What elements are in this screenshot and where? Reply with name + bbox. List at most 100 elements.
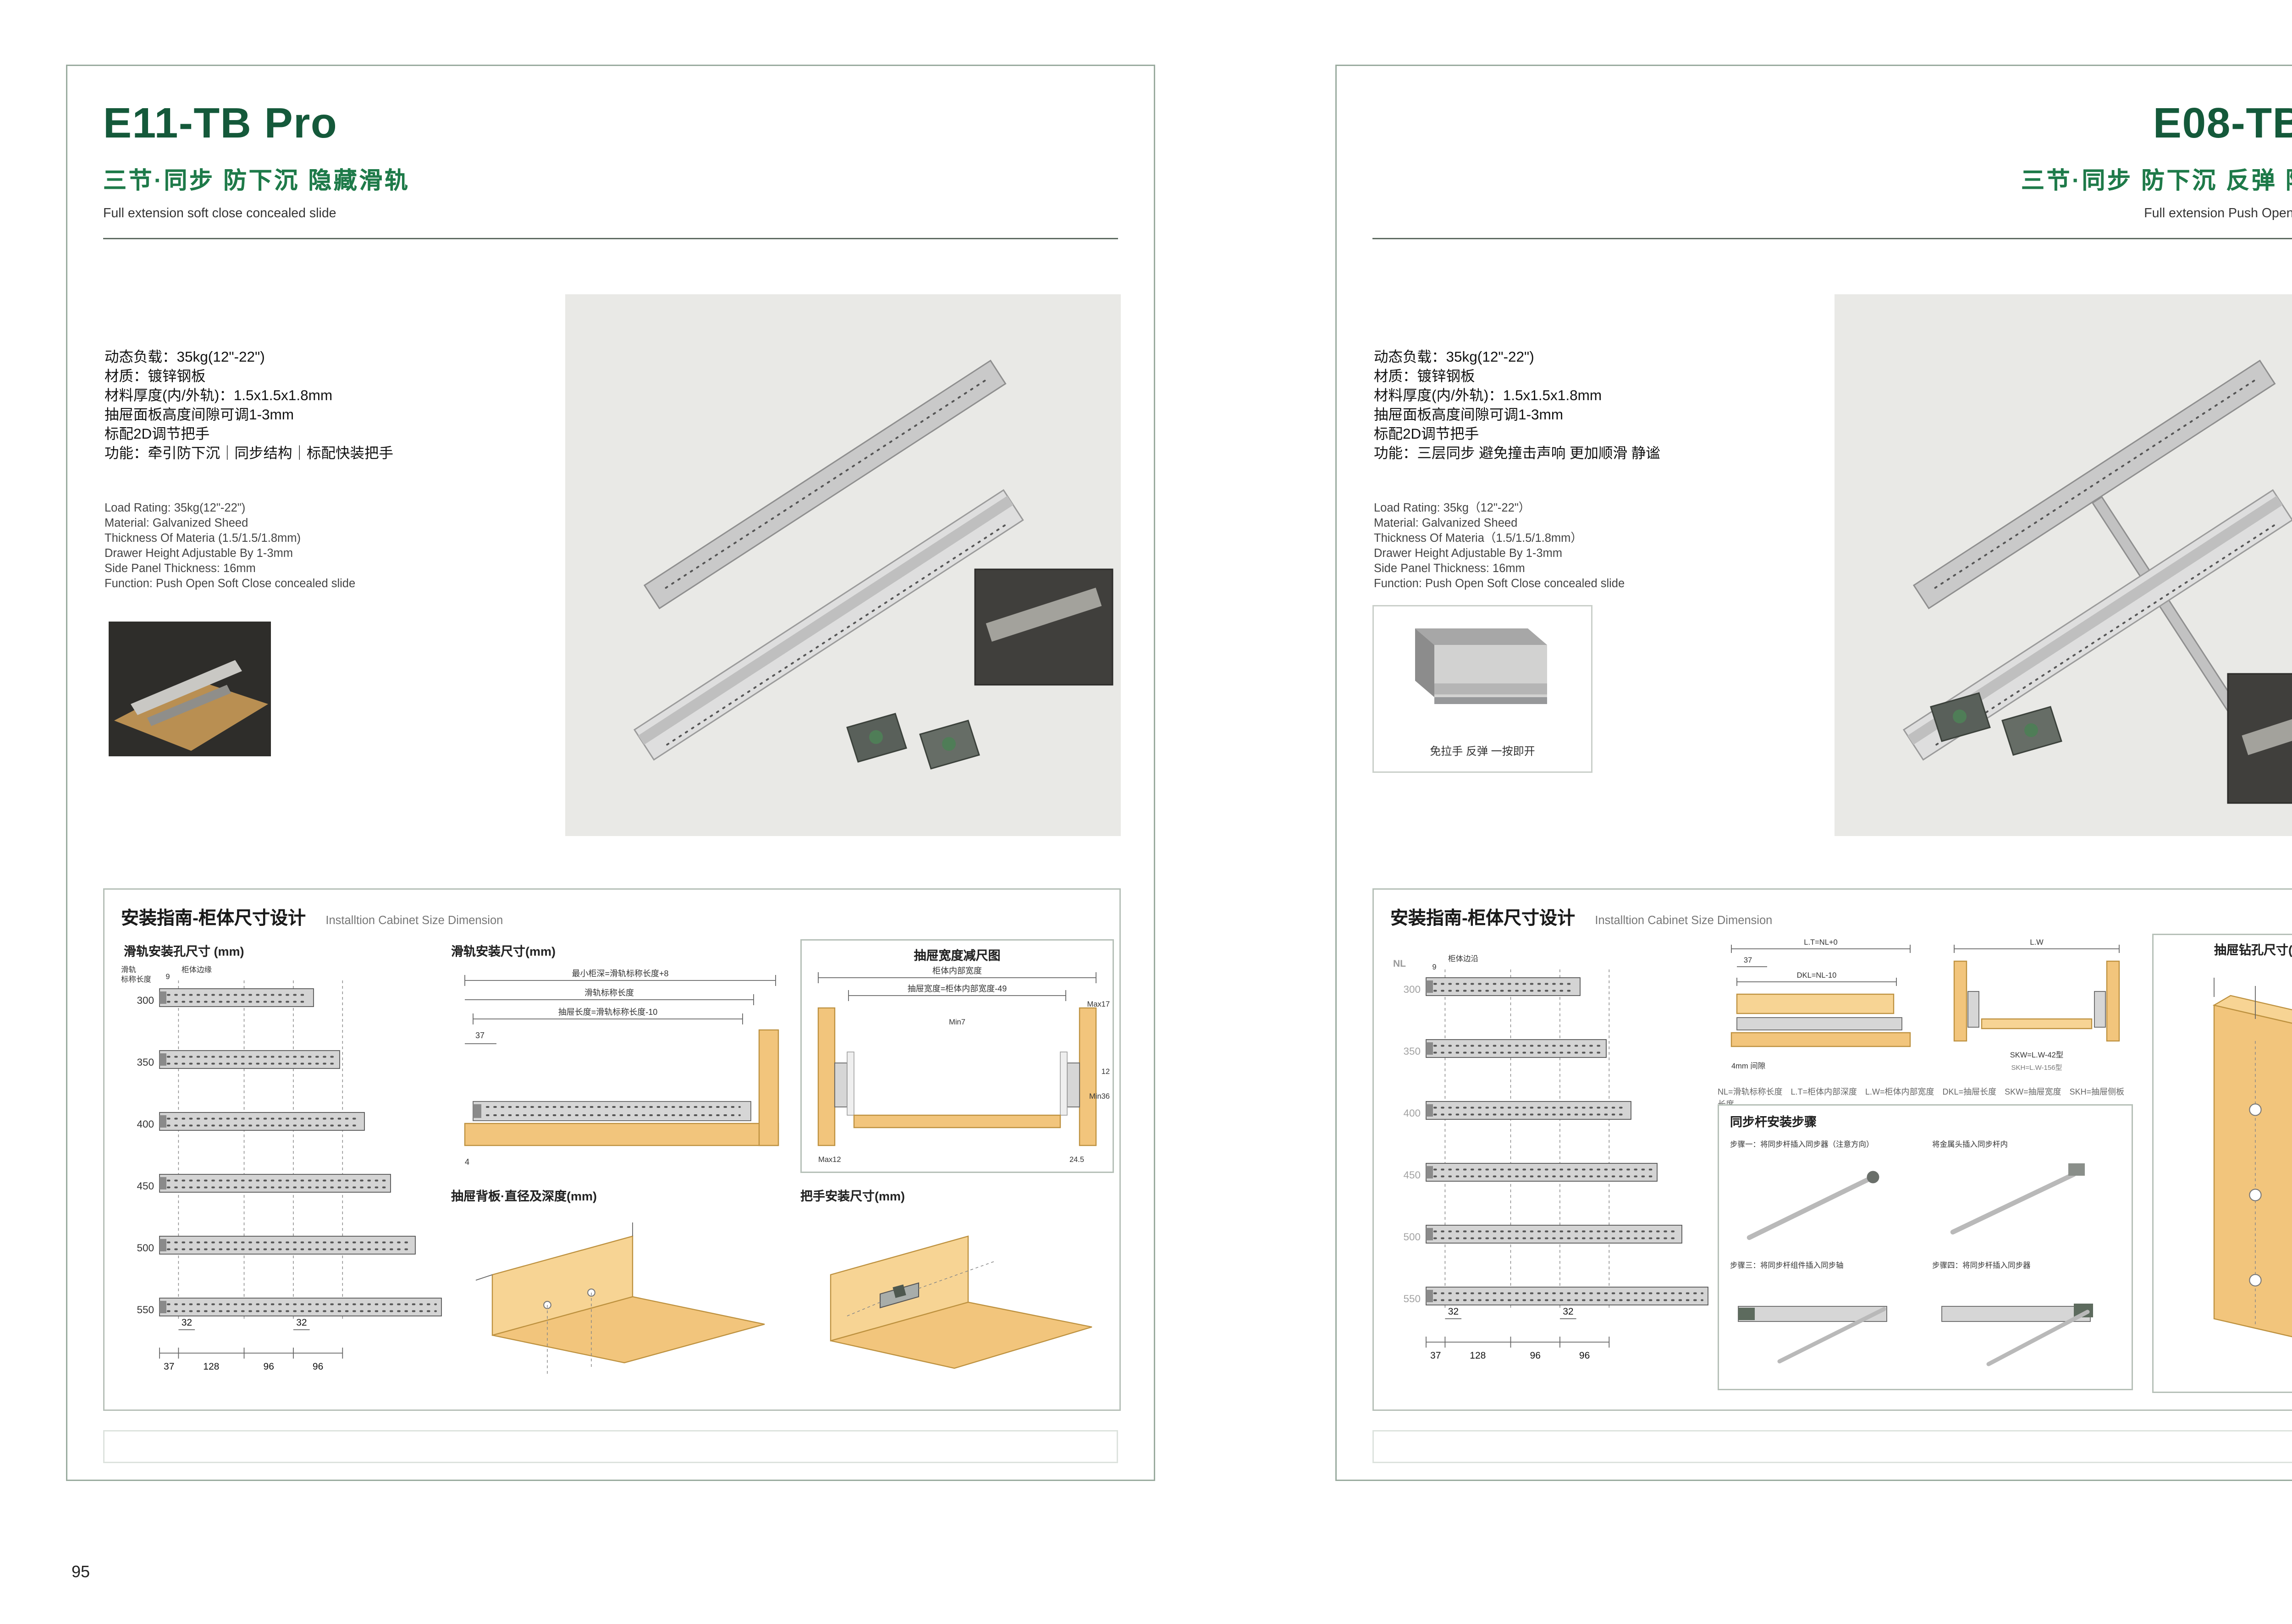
spec-line: 材质：镀锌钢板 — [1374, 369, 1475, 385]
label-rail: 标称长度 — [121, 975, 151, 984]
mounting-clips — [846, 713, 980, 770]
length-label: 550 — [1403, 1293, 1421, 1305]
spec-line: Thickness Of Materia（1.5/1.5/1.8mm） — [1374, 531, 1582, 545]
drawer-drill-box: 抽屉钻孔尺寸(mm) — [2152, 934, 2292, 1393]
spec-line: 标配2D调节把手 — [1374, 426, 1479, 443]
dim-lt: L.T=NL+0 — [1804, 938, 1837, 947]
slide-rail-lower — [633, 489, 1024, 761]
dim-32: 32 — [182, 1317, 192, 1328]
length-label: 400 — [137, 1118, 154, 1130]
dim-128: 128 — [203, 1361, 219, 1372]
dim-96: 96 — [313, 1361, 323, 1372]
length-label: 500 — [1403, 1231, 1421, 1243]
install-title-en: Installtion Cabinet Size Dimension — [1595, 913, 1773, 927]
step-caption: 将金属头插入同步杆内 — [1932, 1140, 2008, 1149]
step-caption: 步骤四：将同步杆插入同步器 — [1932, 1261, 2031, 1270]
install-guide-section: 安装指南-柜体尺寸设计 Installtion Cabinet Size Dim… — [1372, 888, 2292, 1411]
dim-96: 96 — [1579, 1350, 1590, 1361]
dim-32: 32 — [296, 1317, 307, 1328]
install-title-en: Installtion Cabinet Size Dimension — [325, 913, 503, 927]
dim-37: 37 — [1430, 1350, 1441, 1361]
push-open-thumbnail: 免拉手 反弹 一按即开 — [1372, 605, 1592, 773]
spec-line: Function: Push Open Soft Close concealed… — [1374, 576, 1625, 590]
dim-37: 37 — [1744, 956, 1752, 964]
spec-line: Material: Galvanized Sheed — [1374, 516, 1518, 529]
spec-line: Drawer Height Adjustable By 1-3mm — [105, 546, 293, 560]
spec-line: Load Rating: 35kg（12"-22"） — [1374, 501, 1531, 514]
spec-line: 材料厚度(内/外轨)：1.5x1.5x1.8mm — [105, 388, 333, 404]
dim-24-5: 24.5 — [1069, 1156, 1084, 1164]
thumbnail-photo — [1415, 628, 1547, 704]
product-photo-e11 — [633, 359, 1113, 770]
length-label: 350 — [137, 1057, 154, 1068]
spec-line: 动态负载：35kg(12"-22") — [105, 349, 265, 366]
detail-inset-photo — [2227, 673, 2292, 804]
product-photo-area — [1835, 294, 2292, 836]
diagram-title-handle: 把手安装尺寸(mm) — [800, 1189, 905, 1203]
dim-9: 9 — [165, 973, 170, 981]
dim-max17: Max17 — [1087, 1000, 1110, 1008]
spec-line: Load Rating: 35kg(12"-22") — [105, 501, 246, 514]
spec-line: 抽屉面板高度间隙可调1-3mm — [105, 407, 294, 424]
rail-hole-diagram: 滑轨 标称长度 柜体边缘 9 300 350 400 450 500 550 — [121, 965, 442, 1372]
spec-line: Side Panel Thickness: 16mm — [105, 561, 256, 575]
page-e11-tb-pro: E11-TB Pro 三节·同步 防下沉 隐藏滑轨 Full extension… — [66, 65, 1155, 1481]
sync-steps-illustrations: 步骤一：将同步杆插入同步器（注意方向） 将金属头插入同步杆内 步骤三：将同步杆组… — [1730, 1140, 2093, 1366]
dim-skw: SKW=L.W-42型 — [2010, 1051, 2064, 1059]
diagram-title-mount: 滑轨安装尺寸(mm) — [451, 945, 556, 958]
dim-32: 32 — [1448, 1306, 1459, 1317]
length-label: 450 — [137, 1180, 154, 1192]
rail-length-diagram: NL 柜体边沿 9 300 350 400 450 500 550 — [1393, 954, 1708, 1361]
install-section-header: 安装指南-柜体尺寸设计 Installtion Cabinet Size Dim… — [121, 903, 503, 931]
label-nl: NL — [1393, 958, 1406, 969]
width-reduction-diagram: 柜体内部宽度 抽屉宽度=柜体内部宽度-49 Max17 Min7 12 Min3… — [817, 966, 1110, 1164]
length-label: 300 — [137, 995, 154, 1006]
spec-line: 功能：三层同步 避免撞击声响 更加顺滑 静谧 — [1374, 446, 1660, 462]
spec-line: Function: Push Open Soft Close concealed… — [105, 576, 356, 590]
spec-line: Material: Galvanized Sheed — [105, 516, 248, 529]
dim-max12: Max12 — [818, 1156, 841, 1164]
dim-rail-length: 滑轨标称长度 — [584, 988, 634, 997]
back-panel-diagram — [475, 1222, 765, 1374]
diagram-title-holes: 滑轨安装孔尺寸 (mm) — [124, 945, 244, 958]
footer-strip — [103, 1430, 1118, 1463]
dim-min7: Min7 — [949, 1018, 965, 1026]
length-label: 550 — [137, 1304, 154, 1316]
label-edge: 柜体边缘 — [182, 965, 212, 974]
product-subtitle-en: Full extension soft close concealed slid… — [103, 206, 336, 221]
diagram-title-width: 抽屉宽度减尺图 — [914, 949, 1001, 963]
spec-line: 材质：镀锌钢板 — [105, 369, 206, 385]
spec-line: 材料厚度(内/外轨)：1.5x1.5x1.8mm — [1374, 388, 1602, 404]
thumbnail-caption: 免拉手 反弹 一按即开 — [1430, 745, 1535, 758]
page-header: E08-TB pro 三节·同步 防下沉 反弹 隐藏滑轨 Full extens… — [1372, 99, 2292, 239]
dim-96: 96 — [264, 1361, 274, 1372]
dim-min36: Min36 — [1089, 1092, 1110, 1101]
dim-32: 32 — [1563, 1306, 1573, 1317]
cabinet-cross-sections: L.T=NL+0 37 DKL=NL-10 4mm 间隙 L.W — [1730, 938, 2120, 1072]
handle-mount-diagram — [830, 1235, 1092, 1369]
slide-rail-lower — [1902, 489, 2292, 761]
spec-line: Side Panel Thickness: 16mm — [1374, 561, 1525, 575]
specs-en: Load Rating: 35kg（12"-22"） Material: Gal… — [1374, 501, 1814, 591]
product-title: E08-TB pro — [2153, 99, 2292, 147]
product-subtitle-cn: 三节·同步 防下沉 隐藏滑轨 — [103, 168, 410, 194]
dim-4: 4 — [465, 1157, 469, 1167]
sync-steps-title: 同步杆安装步骤 — [1730, 1115, 1817, 1129]
label-edge: 柜体边沿 — [1448, 954, 1478, 963]
spec-line: Thickness Of Materia (1.5/1.5/1.8mm) — [105, 531, 301, 545]
dim-37: 37 — [164, 1361, 174, 1372]
thumbnail-photo — [109, 622, 271, 756]
dim-skh: SKH=L.W-156型 — [2011, 1064, 2062, 1072]
step-caption: 步骤三：将同步杆组件插入同步轴 — [1730, 1261, 1844, 1270]
specs-en: Load Rating: 35kg(12"-22") Material: Gal… — [105, 501, 545, 591]
dim-37: 37 — [475, 1031, 485, 1040]
dim-inner-width: 柜体内部宽度 — [932, 966, 982, 975]
spec-line: 标配2D调节把手 — [105, 426, 210, 443]
application-thumbnail — [109, 622, 271, 756]
diagram-title-back: 抽屉背板·直径及深度(mm) — [451, 1189, 597, 1203]
dim-drawer-length: 抽屉长度=滑轨标称长度-10 — [558, 1007, 658, 1017]
length-label: 500 — [137, 1242, 154, 1254]
dim-9: 9 — [1432, 963, 1436, 971]
dim-min-depth: 最小柜深=滑轨标称长度+8 — [572, 969, 668, 978]
rail-mount-diagram: 最小柜深=滑轨标称长度+8 滑轨标称长度 抽屉长度=滑轨标称长度-10 37 4 — [464, 969, 779, 1167]
